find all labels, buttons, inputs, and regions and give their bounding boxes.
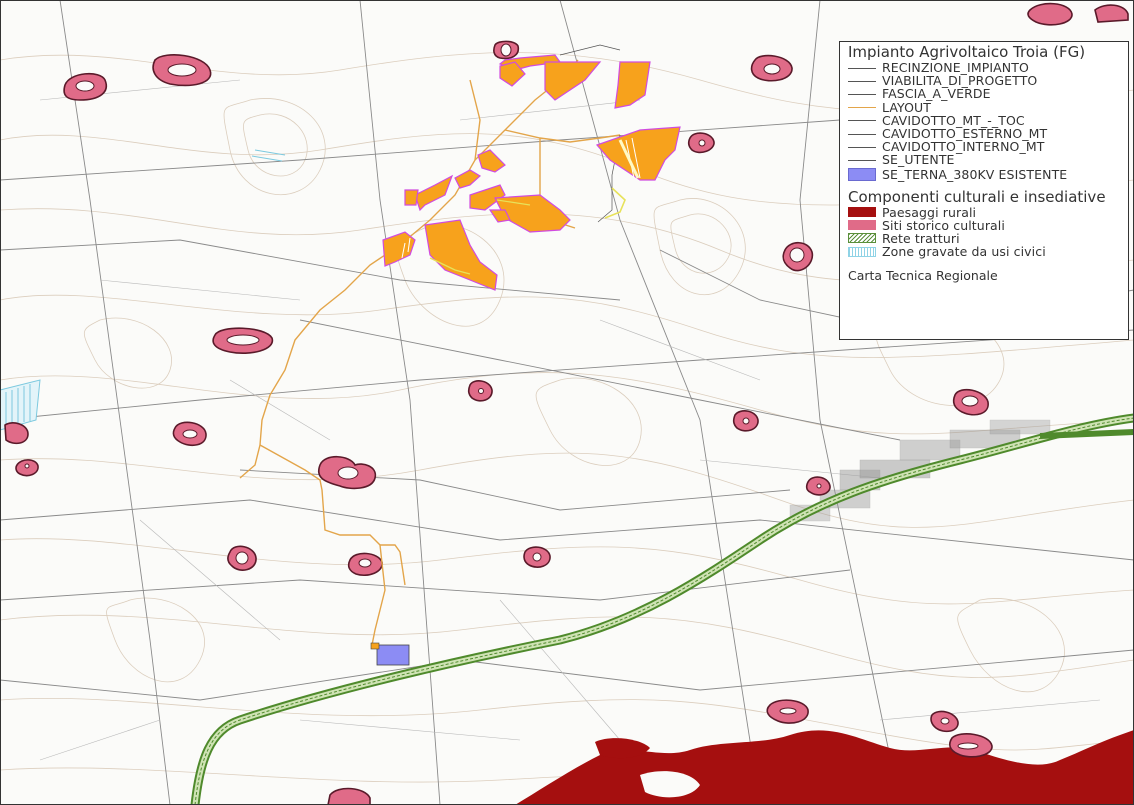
line-swatch-icon	[848, 63, 876, 73]
legend-item-paesaggi: Paesaggi rurali	[848, 206, 1122, 219]
legend-basemap-label: Carta Tecnica Regionale	[848, 268, 998, 284]
cyan-hatch-swatch-icon	[848, 246, 876, 257]
legend-item-cavidotto-esterno: CAVIDOTTO_ESTERNO_MT	[848, 127, 1122, 140]
legend-item-cavidotto-toc: CAVIDOTTO_MT_-_TOC	[848, 114, 1122, 127]
green-buffer	[604, 187, 626, 219]
legend-item-viabilita: VIABILITA_DI_PROGETTO	[848, 74, 1122, 87]
cultural-sites	[4, 2, 1129, 805]
line-swatch-orange-icon	[848, 102, 876, 112]
pink-fill-swatch-icon	[848, 220, 876, 231]
legend-section-title: Componenti culturali e insediative	[848, 187, 1106, 206]
dark-red-fill-swatch-icon	[848, 207, 876, 218]
cultural-site-centers	[24, 43, 979, 750]
substation-utente	[370, 642, 380, 650]
legend-item-tratturi: Rete tratturi	[848, 232, 1122, 245]
green-hatch-swatch-icon	[848, 233, 876, 244]
line-swatch-icon	[848, 155, 876, 165]
line-swatch-icon	[848, 129, 876, 139]
line-swatch-icon	[848, 76, 876, 86]
legend-item-recinzione: RECINZIONE_IMPIANTO	[848, 61, 1122, 74]
legend-item-se-terna: SE_TERNA_380KV ESISTENTE	[848, 167, 1122, 183]
blue-fill-swatch-icon	[848, 168, 876, 181]
legend-item-fascia: FASCIA_A_VERDE	[848, 87, 1122, 100]
substation-terna	[376, 644, 410, 666]
legend-item-siti: Siti storico culturali	[848, 219, 1122, 232]
cable-route	[239, 59, 621, 646]
legend-item-layout: LAYOUT	[848, 101, 1122, 114]
line-swatch-icon	[848, 89, 876, 99]
layout-fields	[382, 54, 681, 291]
legend-item-usi-civici: Zone gravate da usi civici	[848, 245, 1122, 258]
map-legend: Impianto Agrivoltaico Troia (FG) RECINZI…	[839, 41, 1129, 340]
legend-title: Impianto Agrivoltaico Troia (FG)	[848, 43, 1086, 61]
usi-civici-zones	[0, 149, 286, 431]
legend-item-se-utente: SE_UTENTE	[848, 153, 1122, 166]
legend-item-cavidotto-interno: CAVIDOTTO_INTERNO_MT	[848, 140, 1122, 153]
line-swatch-icon	[848, 115, 876, 125]
line-swatch-icon	[848, 142, 876, 152]
